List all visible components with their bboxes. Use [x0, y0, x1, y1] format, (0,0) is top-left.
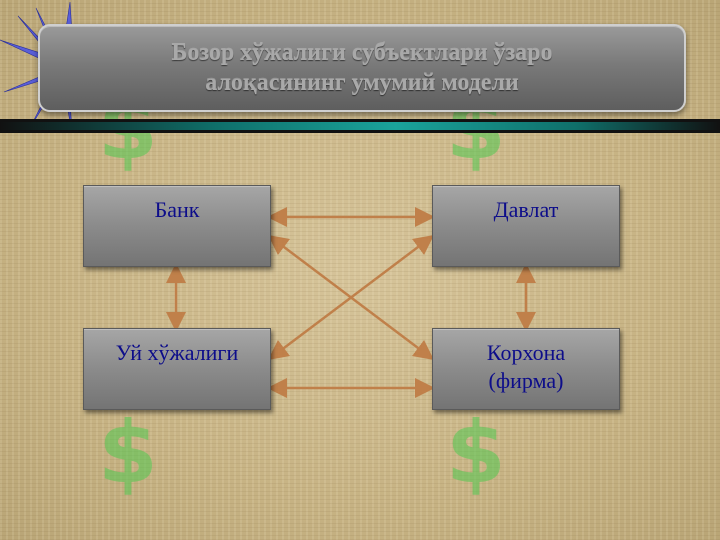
node-firm: Корхона (фирма): [432, 328, 620, 410]
title-line-1: Бозор хўжалиги субъектлари ўзаро: [171, 40, 553, 66]
title-divider: [0, 119, 720, 133]
node-firm-label-line-1: Корхона: [486, 340, 566, 365]
node-household-label: Уй хўжалиги: [115, 340, 239, 365]
title-line-2: алоқасининг умумий модели: [205, 70, 519, 96]
node-household: Уй хўжалиги: [83, 328, 271, 410]
page-title: Бозор хўжалиги субъектлари ўзаро алоқаси…: [171, 38, 552, 98]
arrow-household-state: [268, 234, 434, 361]
node-firm-label-line-2: (фирма): [488, 368, 564, 393]
node-state-label: Давлат: [493, 197, 559, 222]
divider-teal-bar: [0, 122, 720, 130]
node-state: Давлат: [432, 185, 620, 267]
title-banner: Бозор хўжалиги субъектлари ўзаро алоқаси…: [38, 24, 686, 112]
node-bank-label: Банк: [154, 197, 200, 222]
node-bank: Банк: [83, 185, 271, 267]
